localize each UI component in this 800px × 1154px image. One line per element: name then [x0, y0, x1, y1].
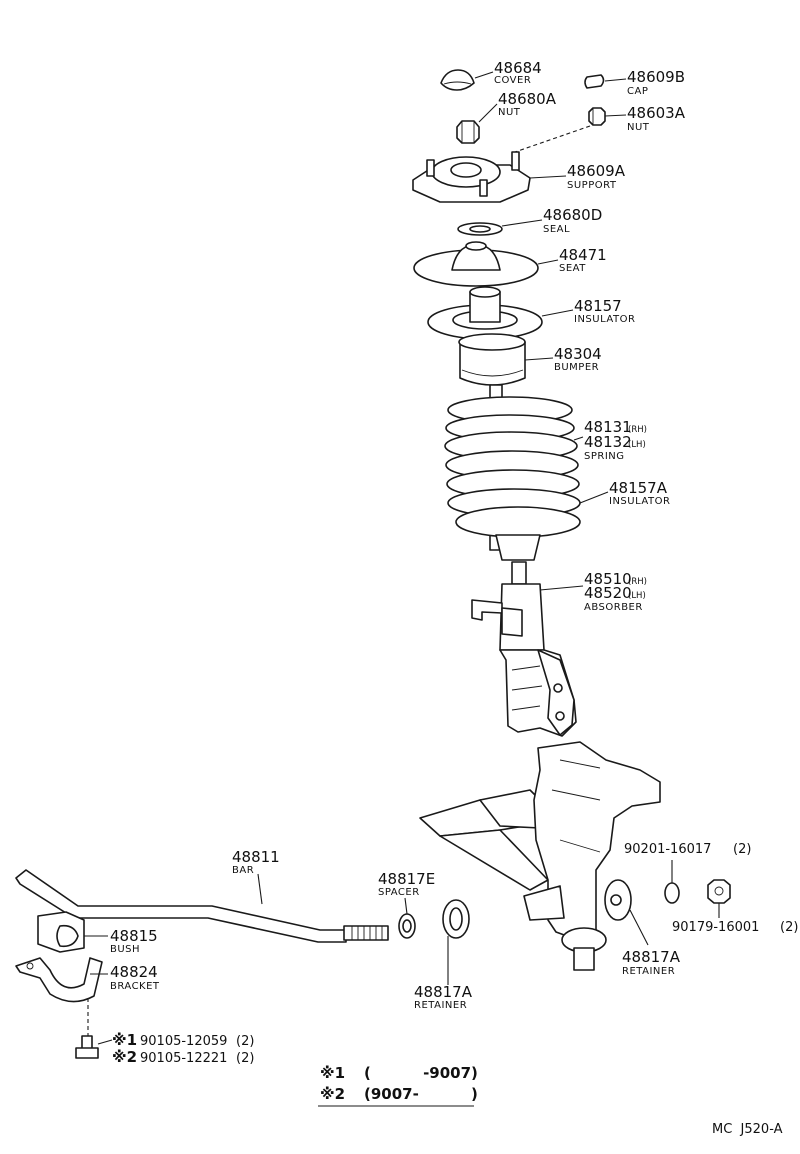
- seal-part: [457, 219, 543, 236]
- bush-name: BUSH: [110, 944, 140, 955]
- upper-insulator-number: 48157: [574, 297, 622, 315]
- bracket-name: BRACKET: [110, 981, 160, 992]
- bumper-name: BUMPER: [554, 362, 599, 373]
- seal-name: SEAL: [543, 224, 570, 235]
- bar-name: BAR: [232, 865, 254, 876]
- retainer-right-number: 48817A: [622, 948, 681, 966]
- cover-number: 48684: [494, 59, 542, 77]
- cap-name: CAP: [627, 86, 648, 97]
- cap-part: [584, 74, 627, 89]
- nut-a-name: NUT: [498, 107, 521, 118]
- legend-row-1-range: ( -9007): [364, 1064, 478, 1082]
- support-name: SUPPORT: [567, 180, 617, 191]
- spring-part: [444, 384, 584, 551]
- bracket-part: [15, 957, 108, 1040]
- nut-a-number: 48680A: [498, 90, 557, 108]
- bracket-bolt-2-mark: ※2: [112, 1048, 137, 1066]
- nut-a-part: [456, 103, 498, 144]
- knuckle-assembly: [419, 741, 661, 971]
- diagram-code: MC J520-A: [712, 1122, 783, 1137]
- knuckle-nut-qty: (2): [780, 920, 798, 935]
- date-range-legend: ※1 ( -9007) ※2 (9007- ): [318, 1064, 478, 1107]
- absorber-lh-number: 48520: [584, 584, 632, 602]
- knuckle-nut-code: 90179-16001: [672, 920, 759, 935]
- spring-name: SPRING: [584, 451, 625, 462]
- nut-b-number: 48603A: [627, 104, 686, 122]
- bracket-bolt-part: [75, 1035, 113, 1059]
- spring-lh-side: (LH): [628, 440, 646, 450]
- absorber-rh-number: 48510: [584, 570, 632, 588]
- seal-number: 48680D: [543, 206, 602, 224]
- upper-insulator-name: INSULATOR: [574, 314, 635, 325]
- bracket-number: 48824: [110, 963, 158, 981]
- knuckle-bolt-code: 90201-16017: [624, 842, 711, 857]
- bush-part: [37, 911, 108, 953]
- legend-row-2-range: (9007- ): [364, 1085, 478, 1103]
- knuckle-bolt-qty: (2): [733, 842, 751, 857]
- absorber-part: [471, 561, 584, 737]
- absorber-rh-side: (RH): [628, 577, 647, 587]
- retainer-left-number: 48817A: [414, 983, 473, 1001]
- cover-part: [440, 69, 494, 91]
- legend-row-2-mark: ※2: [320, 1085, 345, 1103]
- bracket-bolt-1-code: 90105-12059: [140, 1034, 227, 1049]
- lower-insulator-name: INSULATOR: [609, 496, 670, 507]
- retainer-left-part: [442, 899, 470, 985]
- support-number: 48609A: [567, 162, 626, 180]
- spring-rh-side: (RH): [628, 425, 647, 435]
- cover-name: COVER: [494, 75, 531, 86]
- upper-insulator-part: [427, 286, 574, 340]
- retainer-left-name: RETAINER: [414, 1000, 467, 1011]
- bracket-bolt-2-qty: (2): [236, 1051, 254, 1066]
- spacer-number: 48817E: [378, 870, 435, 888]
- absorber-lh-side: (LH): [628, 591, 646, 601]
- spacer-name: SPACER: [378, 887, 420, 898]
- knuckle-nut-part: [707, 879, 731, 918]
- seat-part: [413, 241, 559, 287]
- bumper-number: 48304: [554, 345, 602, 363]
- cap-number: 48609B: [627, 68, 685, 86]
- nut-b-name: NUT: [627, 122, 650, 133]
- bumper-part: [458, 333, 554, 386]
- bracket-bolt-1-mark: ※1: [112, 1031, 137, 1049]
- spring-rh-number: 48131: [584, 418, 632, 436]
- bracket-bolt-1-qty: (2): [236, 1034, 254, 1049]
- support-part: [412, 151, 567, 203]
- bar-number: 48811: [232, 848, 280, 866]
- lower-insulator-number: 48157A: [609, 479, 668, 497]
- spacer-part: [398, 897, 416, 939]
- knuckle-bolt-part: [664, 860, 680, 904]
- nut-b-part: [514, 107, 627, 153]
- lower-insulator-part: [455, 491, 609, 561]
- bracket-bolt-2-code: 90105-12221: [140, 1051, 227, 1066]
- bush-number: 48815: [110, 927, 158, 945]
- absorber-name: ABSORBER: [584, 602, 643, 613]
- seat-number: 48471: [559, 246, 607, 264]
- legend-row-1-mark: ※1: [320, 1064, 345, 1082]
- spring-lh-number: 48132: [584, 433, 632, 451]
- seat-name: SEAT: [559, 263, 586, 274]
- retainer-right-name: RETAINER: [622, 966, 675, 977]
